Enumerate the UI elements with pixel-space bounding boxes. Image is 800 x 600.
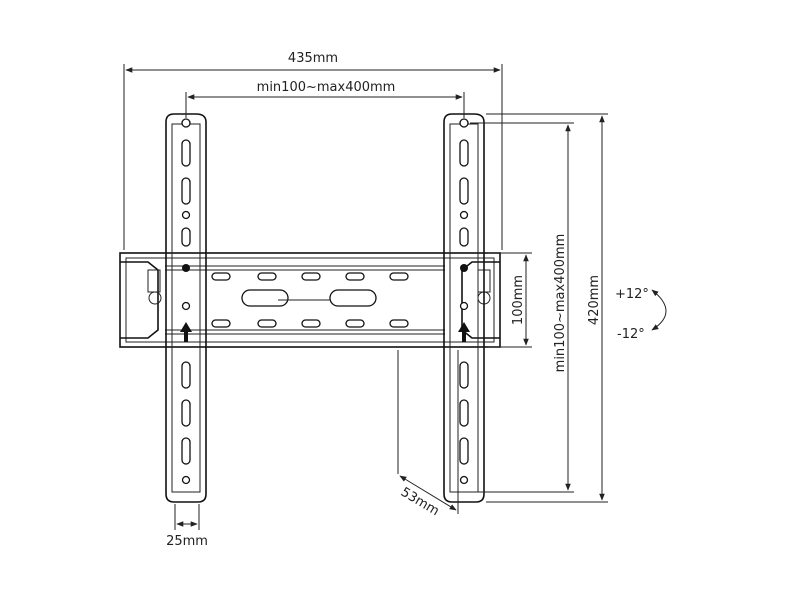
overall-height-dimension: 420mm (486, 113, 608, 503)
vesa-vertical-dimension: min100~max400mm (470, 122, 574, 493)
left-arm (165, 113, 207, 503)
rail-height-dimension: 100mm (488, 252, 532, 348)
tilt-indicator: +12° -12° (615, 287, 667, 342)
vesa-horizontal-label: min100~max400mm (257, 80, 396, 95)
depth-label: 53mm (398, 485, 442, 519)
tilt-down-label: -12° (617, 327, 645, 342)
arm-width-label: 25mm (166, 534, 208, 549)
arm-width-dimension: 25mm (166, 504, 208, 549)
vesa-horizontal-dimension: min100~max400mm (185, 80, 465, 118)
overall-width-label: 435mm (288, 51, 338, 66)
rail-height-label: 100mm (511, 275, 526, 325)
vesa-vertical-label: min100~max400mm (553, 234, 568, 373)
rail-slots (211, 272, 409, 328)
depth-dimension: 53mm (397, 350, 459, 519)
right-arm (443, 113, 485, 503)
wall-plate (119, 252, 501, 348)
tilt-up-label: +12° (615, 287, 649, 302)
overall-height-label: 420mm (587, 275, 602, 325)
overall-width-dimension: 435mm (123, 51, 503, 250)
